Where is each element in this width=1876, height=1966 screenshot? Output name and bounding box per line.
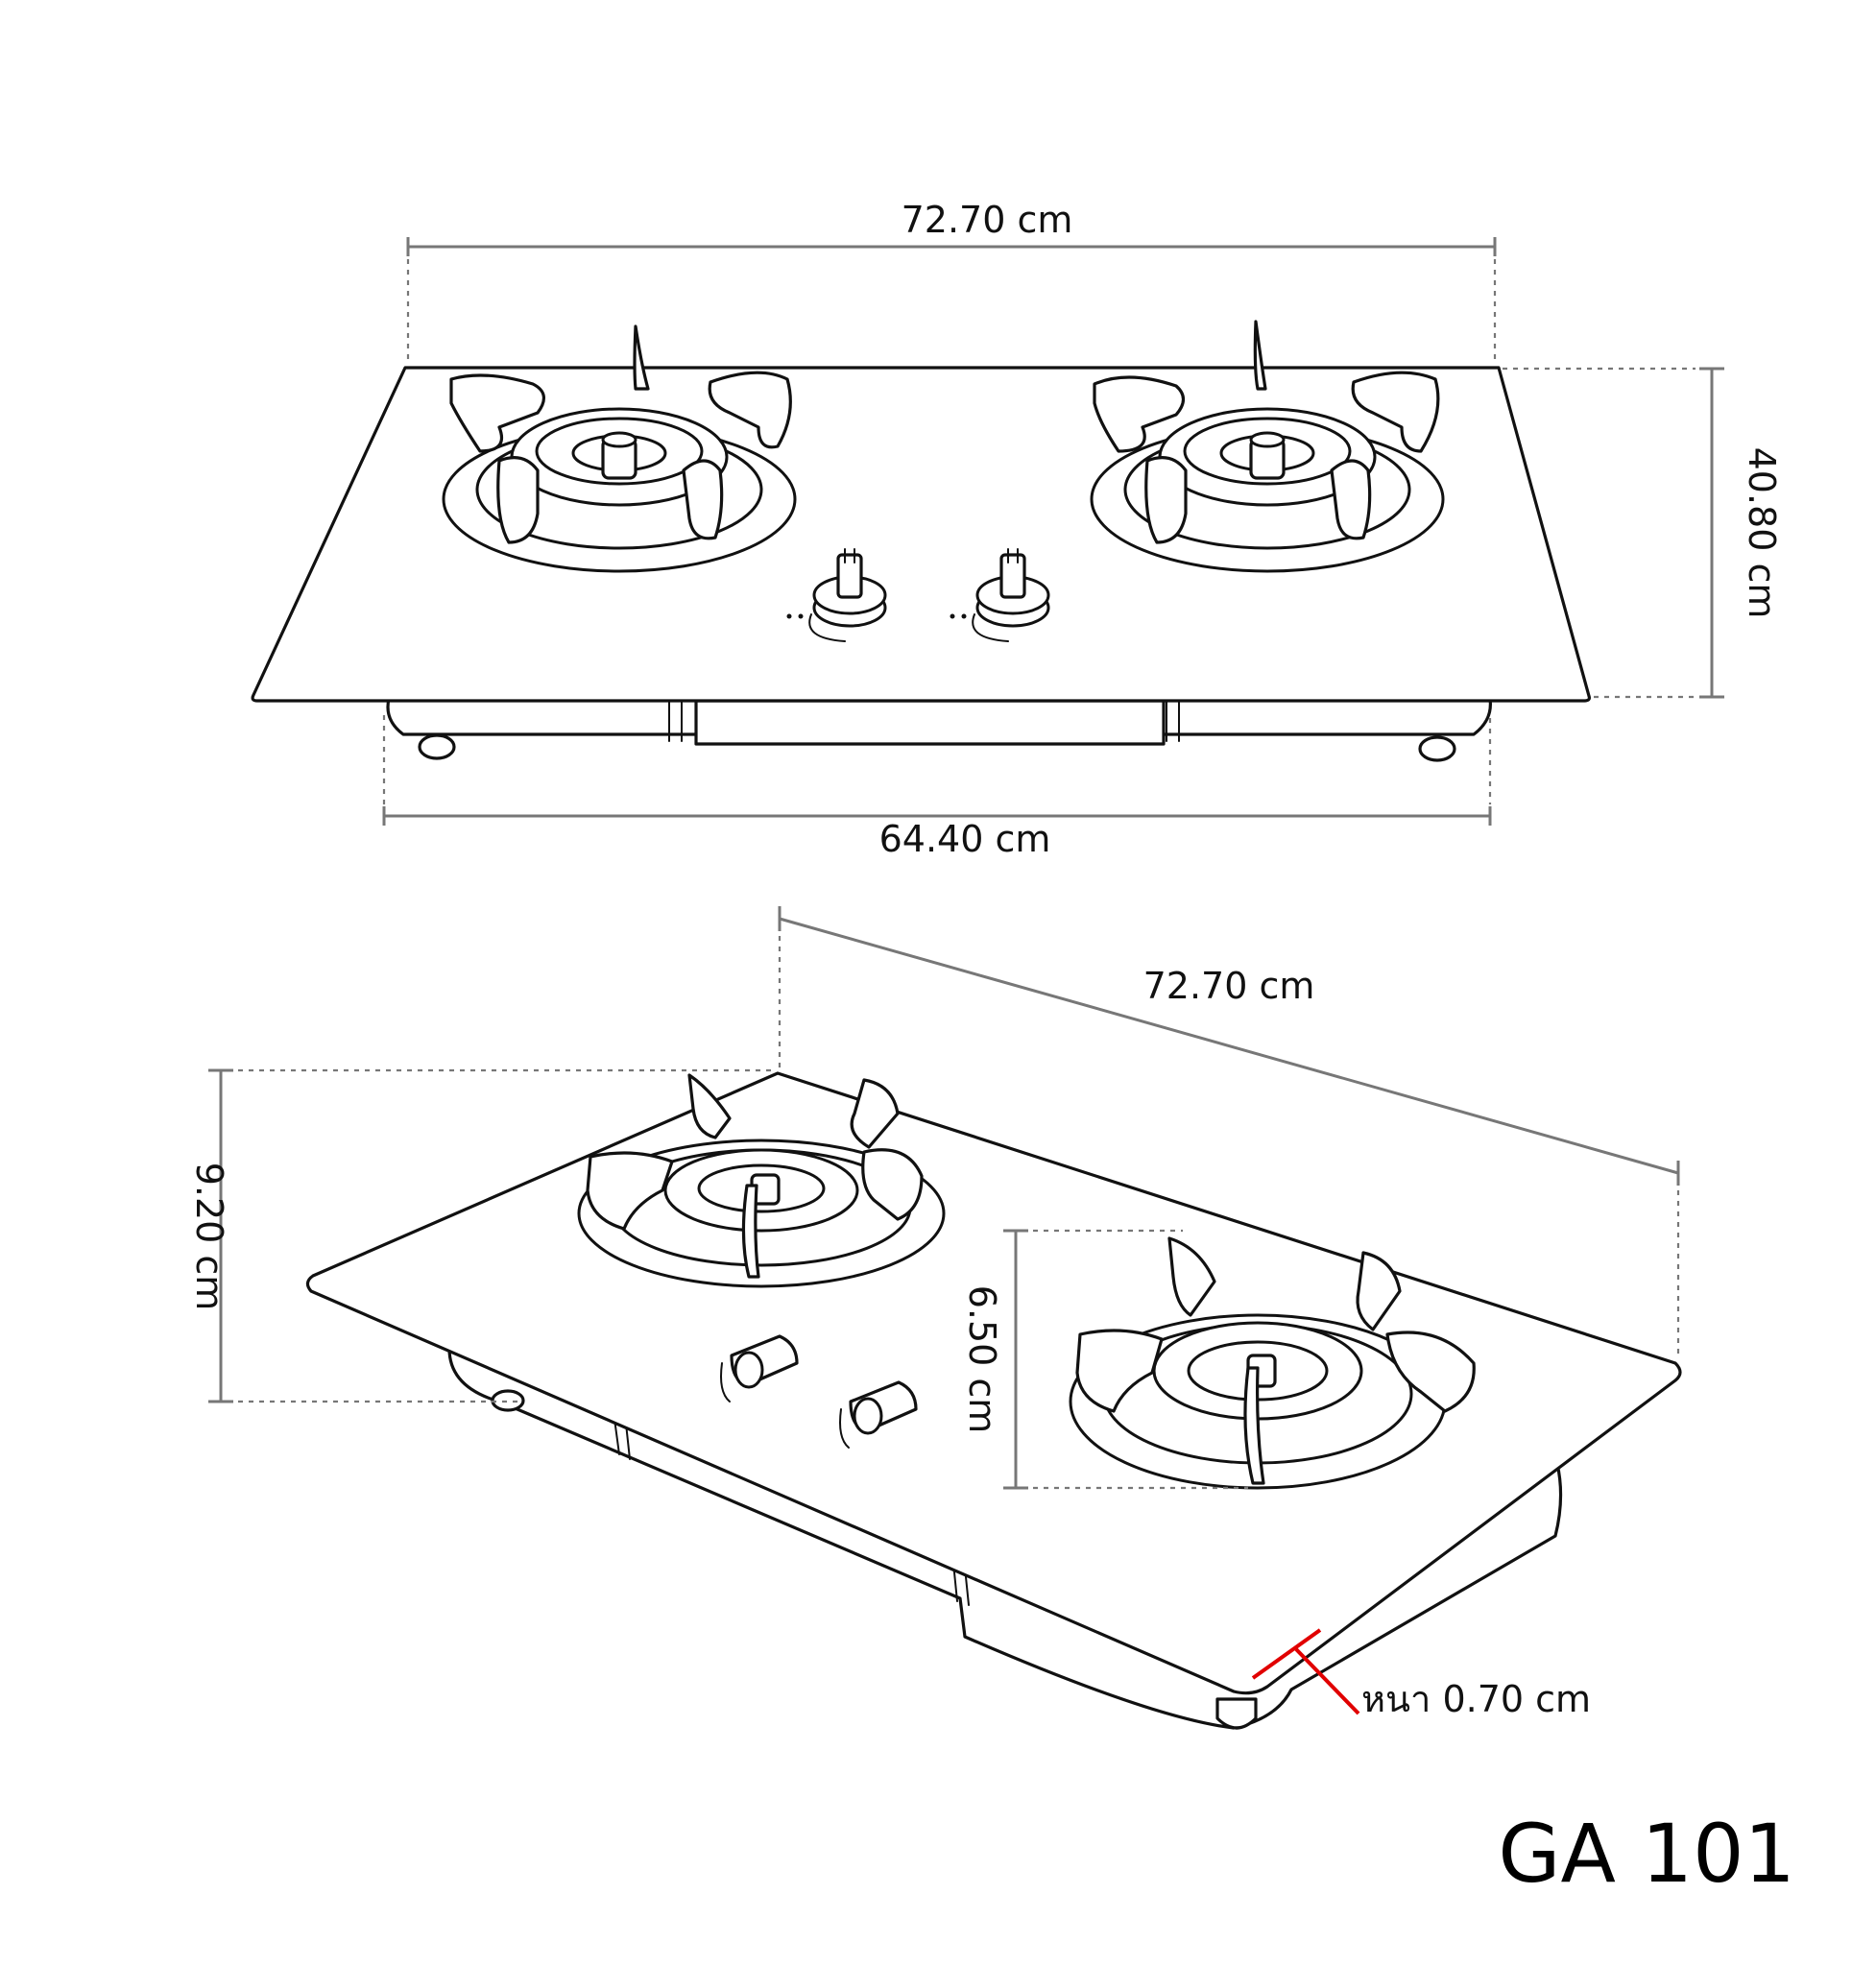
front-view: 72.70 cm 40.80 cm 64.40 cm bbox=[251, 199, 1783, 860]
front-foot-left bbox=[418, 733, 456, 760]
model-label: GA 101 bbox=[1498, 1807, 1795, 1901]
front-knob-left bbox=[786, 548, 887, 642]
perspective-burner-back bbox=[577, 1073, 946, 1288]
perspective-foot-front bbox=[1215, 1697, 1258, 1730]
front-burner-right bbox=[1090, 320, 1445, 573]
front-top-width-label: 72.70 cm bbox=[902, 199, 1073, 241]
front-height-label: 40.80 cm bbox=[1741, 447, 1783, 619]
front-bottom-width-label: 64.40 cm bbox=[879, 818, 1051, 860]
perspective-knob-2 bbox=[839, 1380, 918, 1449]
burner-depth-label: 6.50 cm bbox=[961, 1285, 1003, 1434]
perspective-glass-top bbox=[305, 1071, 1682, 1695]
perspective-length-label: 72.70 cm bbox=[1143, 965, 1315, 1007]
perspective-view: 72.70 cm 9.20 cm 6.50 cm หนา 0.70 cm bbox=[188, 906, 1682, 1730]
glass-thickness-label: หนา 0.70 cm bbox=[1361, 1678, 1591, 1720]
perspective-burner-front bbox=[1069, 1236, 1476, 1490]
dim-perspective-length bbox=[779, 917, 1679, 1175]
perspective-knob-1 bbox=[720, 1334, 799, 1403]
front-center-panel bbox=[694, 699, 1166, 746]
front-knob-right bbox=[950, 548, 1050, 642]
thickness-leader bbox=[1294, 1647, 1360, 1715]
perspective-height-label: 9.20 cm bbox=[188, 1163, 230, 1311]
thickness-accent bbox=[1251, 1628, 1322, 1680]
front-foot-right bbox=[1418, 735, 1456, 762]
perspective-foot-left bbox=[491, 1389, 525, 1412]
front-burner-left bbox=[442, 324, 797, 573]
